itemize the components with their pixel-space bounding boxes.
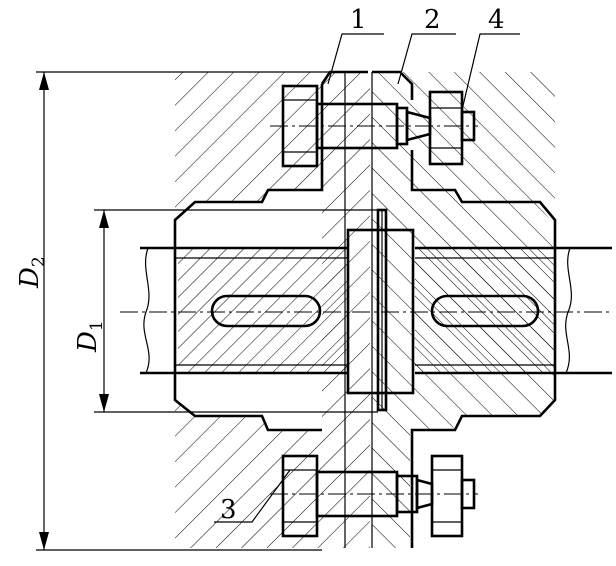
- callout-4: 4: [461, 5, 520, 111]
- callout-1-label: 1: [350, 5, 367, 35]
- callout-2: 2: [397, 5, 456, 85]
- callout-3-label: 3: [220, 495, 237, 525]
- callout-3: 3: [214, 469, 291, 525]
- dim-d2-subscript: 2: [29, 256, 49, 267]
- left-keyway-slot: [210, 294, 322, 328]
- callout-1: 1: [327, 5, 384, 85]
- svg-text:D2: D2: [15, 256, 49, 289]
- callout-2-label: 2: [424, 5, 441, 35]
- dimension-d2: D2: [15, 71, 330, 551]
- left-shaft: [140, 246, 348, 375]
- right-keyway-slot: [430, 294, 540, 328]
- dimension-d1: D1: [73, 209, 378, 413]
- dim-d1-subscript: 1: [87, 320, 107, 331]
- dim-d2-symbol: D: [15, 267, 45, 289]
- dim-d1-symbol: D: [73, 331, 103, 353]
- callout-4-label: 4: [488, 5, 505, 35]
- right-shaft: [415, 246, 612, 375]
- svg-text:D1: D1: [73, 320, 107, 353]
